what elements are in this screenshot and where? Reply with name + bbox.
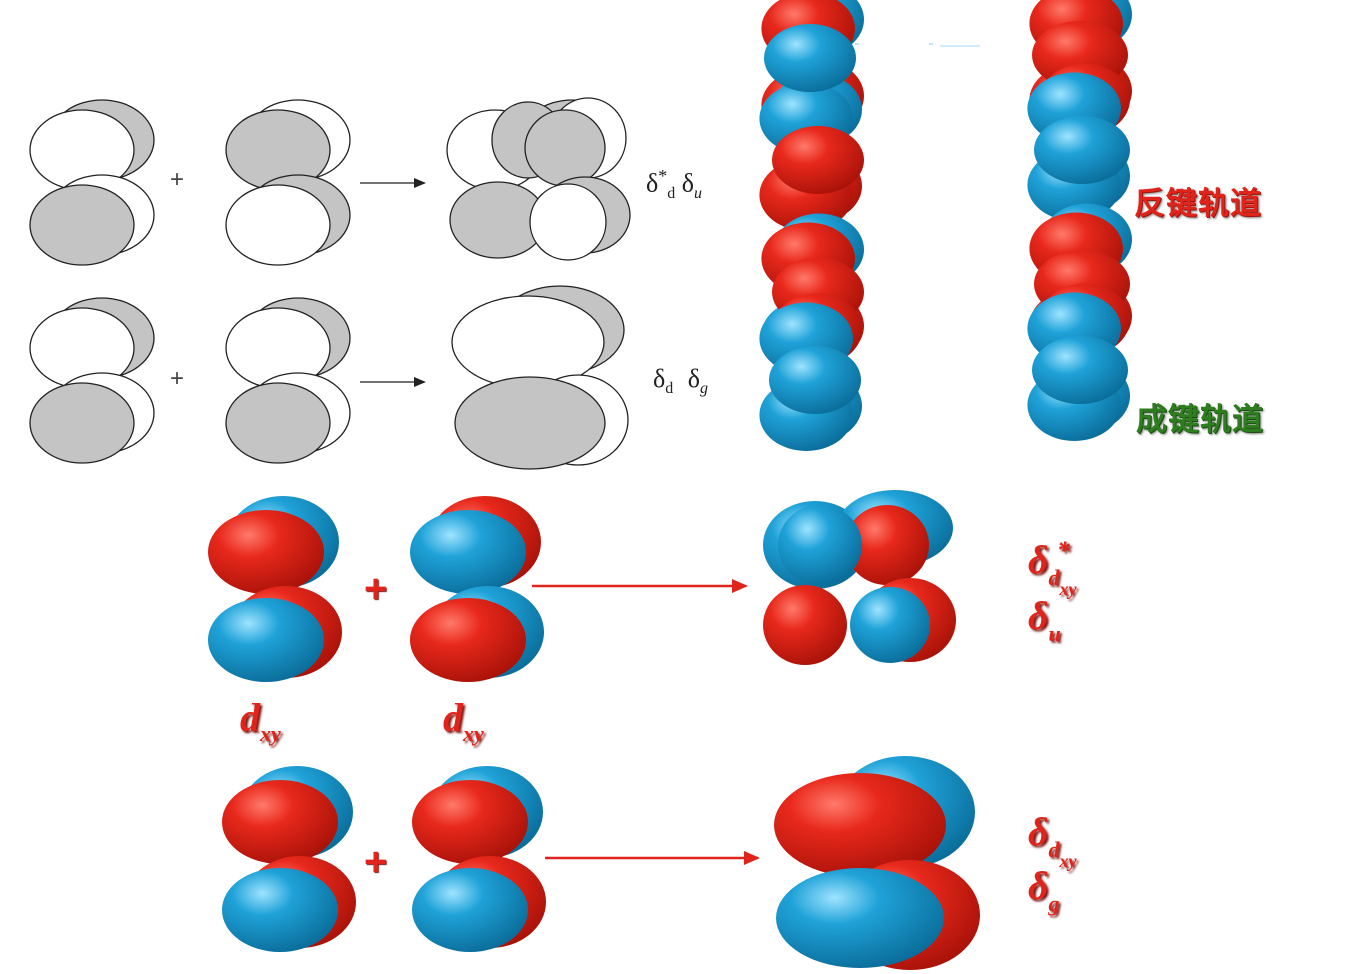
ab-left-bottom-face bbox=[772, 126, 864, 194]
row2-result-bottom-front bbox=[454, 376, 606, 470]
antibonding-label: 反键轨道 bbox=[1134, 186, 1262, 222]
row2-result-top-front bbox=[451, 295, 605, 389]
clover-lobe-5 bbox=[763, 585, 847, 665]
dxy-a-row1-top-front bbox=[208, 510, 324, 594]
red-plus-1: + bbox=[364, 567, 388, 611]
b-left-bottom-face bbox=[769, 346, 861, 414]
row1-symmetry-label: δ*d δu bbox=[646, 166, 703, 202]
ab-right-bottom-face bbox=[1034, 116, 1130, 184]
dxy-label-right: dxy bbox=[443, 695, 484, 746]
delta-dxy-label: δdxy bbox=[1028, 809, 1077, 871]
clover-lobe-7 bbox=[850, 587, 930, 663]
delta-star-dxy-label: δdxy bbox=[1028, 537, 1077, 599]
delta-g-label: δg bbox=[1028, 863, 1060, 916]
row1-result-lobe-5 bbox=[524, 109, 606, 187]
dxy-b-row1-top-front bbox=[410, 510, 526, 594]
bonding-label: 成键轨道 bbox=[1136, 402, 1264, 438]
b-right-bottom-face bbox=[1032, 336, 1128, 404]
dxy-a-row2-top-front bbox=[222, 780, 338, 864]
dxy-b-row1-bottom-front bbox=[410, 598, 526, 682]
red-plus-2: + bbox=[364, 840, 388, 884]
dxy-b-row2-top-front bbox=[412, 780, 528, 864]
row1-result-lobe-8 bbox=[529, 183, 607, 261]
clover-lobe-4 bbox=[778, 505, 862, 585]
bond-result-bottom-front bbox=[776, 868, 944, 968]
dxy-label-left: dxy bbox=[240, 695, 281, 746]
dxy-a-row1-bottom-front bbox=[208, 598, 324, 682]
ab-left-top-face bbox=[764, 24, 856, 92]
orbital-3d-group bbox=[208, 0, 1132, 970]
dxy-a-row2-bottom-front bbox=[222, 868, 338, 952]
bw-orbital-sketches bbox=[29, 97, 631, 470]
bw-plus-2: + bbox=[170, 365, 185, 392]
delta-star-mark: * bbox=[1057, 536, 1070, 565]
dxy-b-row2-bottom-front bbox=[412, 868, 528, 952]
row2-orbital-b-bottom-front-lobe bbox=[225, 382, 331, 464]
row2-symmetry-label: δd δg bbox=[653, 364, 709, 398]
bond-result-top-front bbox=[774, 773, 946, 877]
delta-u-label: δu bbox=[1028, 593, 1061, 646]
bw-plus-1: + bbox=[170, 166, 185, 193]
clover-lobe-3 bbox=[845, 505, 929, 585]
row1-orbital-b-bottom-front-lobe bbox=[225, 184, 331, 266]
row2-orbital-a-bottom-front-lobe bbox=[29, 382, 135, 464]
row1-orbital-a-bottom-front-lobe bbox=[29, 184, 135, 266]
